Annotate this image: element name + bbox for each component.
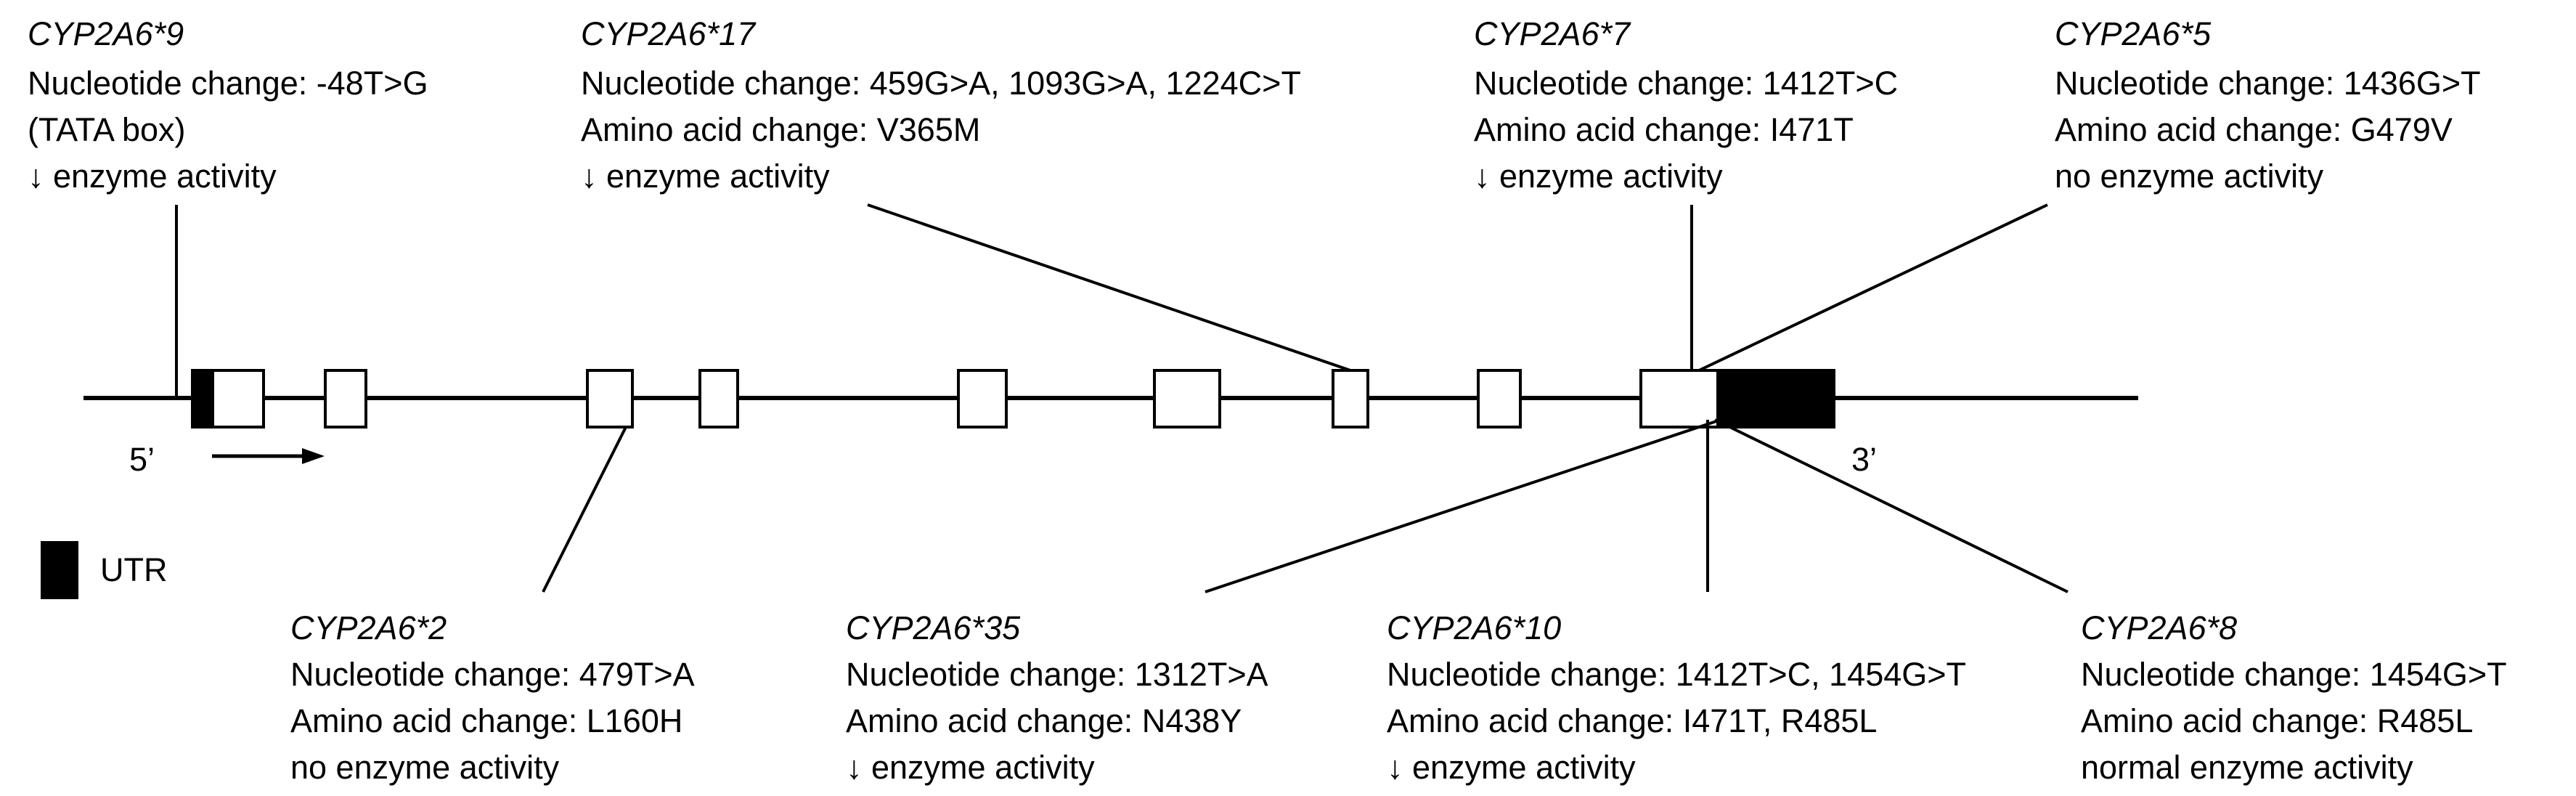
exon-1 <box>211 369 265 429</box>
exon-7 <box>1332 369 1369 429</box>
annotation-note: (TATA box) <box>28 111 186 148</box>
annotation-cyp2a6-17: CYP2A6*17 Nucleotide change: 459G>A, 109… <box>581 15 1310 195</box>
annotation-cyp2a6-2: CYP2A6*2 Nucleotide change: 479T>A Amino… <box>290 609 702 786</box>
nucleotide-change: Nucleotide change: 479T>A <box>290 656 695 693</box>
legend: UTR <box>41 541 167 599</box>
annotation-cyp2a6-7: CYP2A6*7 Nucleotide change: 1412T>C Amin… <box>1474 15 1907 195</box>
amino-acid-change: Amino acid change: I471T <box>1474 111 1853 148</box>
allele-name: CYP2A6*9 <box>28 15 184 52</box>
allele-name: CYP2A6*7 <box>1474 15 1631 52</box>
nucleotide-change: Nucleotide change: 459G>A, 1093G>A, 1224… <box>581 65 1300 102</box>
exon-8 <box>1477 369 1522 429</box>
allele-name: CYP2A6*17 <box>581 15 757 52</box>
allele-name: CYP2A6*2 <box>290 609 447 646</box>
exon-2 <box>324 369 367 429</box>
enzyme-activity: no enzyme activity <box>2055 158 2324 195</box>
utr-5prime-block <box>191 369 214 429</box>
exon-4 <box>698 369 739 429</box>
allele-name: CYP2A6*10 <box>1387 609 1561 646</box>
connector-cyp2a6-17 <box>867 203 1351 372</box>
annotation-cyp2a6-35: CYP2A6*35 Nucleotide change: 1312T>A Ami… <box>846 609 1276 786</box>
allele-name: CYP2A6*8 <box>2081 609 2237 646</box>
nucleotide-change: Nucleotide change: 1412T>C, 1454G>T <box>1387 656 1966 693</box>
legend-utr-label: UTR <box>100 551 167 588</box>
allele-name: CYP2A6*5 <box>2055 15 2212 52</box>
enzyme-activity: normal enzyme activity <box>2081 749 2413 786</box>
annotation-cyp2a6-8: CYP2A6*8 Nucleotide change: 1454G>T Amin… <box>2081 609 2515 786</box>
transcription-direction-arrow <box>212 448 325 464</box>
amino-acid-change: Amino acid change: V365M <box>581 111 980 148</box>
enzyme-activity: ↓ enzyme activity <box>1387 749 1636 786</box>
amino-acid-change: Amino acid change: G479V <box>2055 111 2453 148</box>
nucleotide-change: Nucleotide change: 1436G>T <box>2055 65 2480 102</box>
nucleotide-change: Nucleotide change: 1454G>T <box>2081 656 2506 693</box>
connector-cyp2a6-9 <box>175 205 192 399</box>
exon-6 <box>1153 369 1221 429</box>
nucleotide-change: Nucleotide change: 1412T>C <box>1474 65 1898 102</box>
connector-cyp2a6-2 <box>542 426 627 593</box>
annotation-cyp2a6-10: CYP2A6*10 Nucleotide change: 1412T>C, 14… <box>1387 609 1975 786</box>
exons <box>191 369 1835 429</box>
connector-cyp2a6-5 <box>1698 203 2048 372</box>
nucleotide-change: Nucleotide change: -48T>G <box>28 65 428 102</box>
three-prime-label: 3’ <box>1851 441 1877 478</box>
exon-9 <box>1639 369 1719 429</box>
annotation-cyp2a6-5: CYP2A6*5 Nucleotide change: 1436G>T Amin… <box>2055 15 2489 195</box>
enzyme-activity: ↓ enzyme activity <box>846 749 1095 786</box>
amino-acid-change: Amino acid change: L160H <box>290 702 682 739</box>
amino-acid-change: Amino acid change: I471T, R485L <box>1387 702 1876 739</box>
exon-5 <box>957 369 1008 429</box>
enzyme-activity: ↓ enzyme activity <box>28 158 277 195</box>
nucleotide-change: Nucleotide change: 1312T>A <box>846 656 1268 693</box>
allele-name: CYP2A6*35 <box>846 609 1021 646</box>
connector-cyp2a6-35 <box>1205 418 1721 593</box>
amino-acid-change: Amino acid change: R485L <box>2081 702 2472 739</box>
utr-3prime-block <box>1716 369 1835 429</box>
enzyme-activity: ↓ enzyme activity <box>1474 158 1723 195</box>
five-prime-label: 5’ <box>129 441 155 478</box>
annotation-cyp2a6-9: CYP2A6*9 Nucleotide change: -48T>G (TATA… <box>28 15 437 195</box>
amino-acid-change: Amino acid change: N438Y <box>846 702 1242 739</box>
legend-utr-swatch <box>41 541 78 599</box>
enzyme-activity: ↓ enzyme activity <box>581 158 830 195</box>
enzyme-activity: no enzyme activity <box>290 749 560 786</box>
connector-lines <box>175 203 2068 593</box>
connector-cyp2a6-8 <box>1714 418 2068 593</box>
exon-3 <box>586 369 634 429</box>
